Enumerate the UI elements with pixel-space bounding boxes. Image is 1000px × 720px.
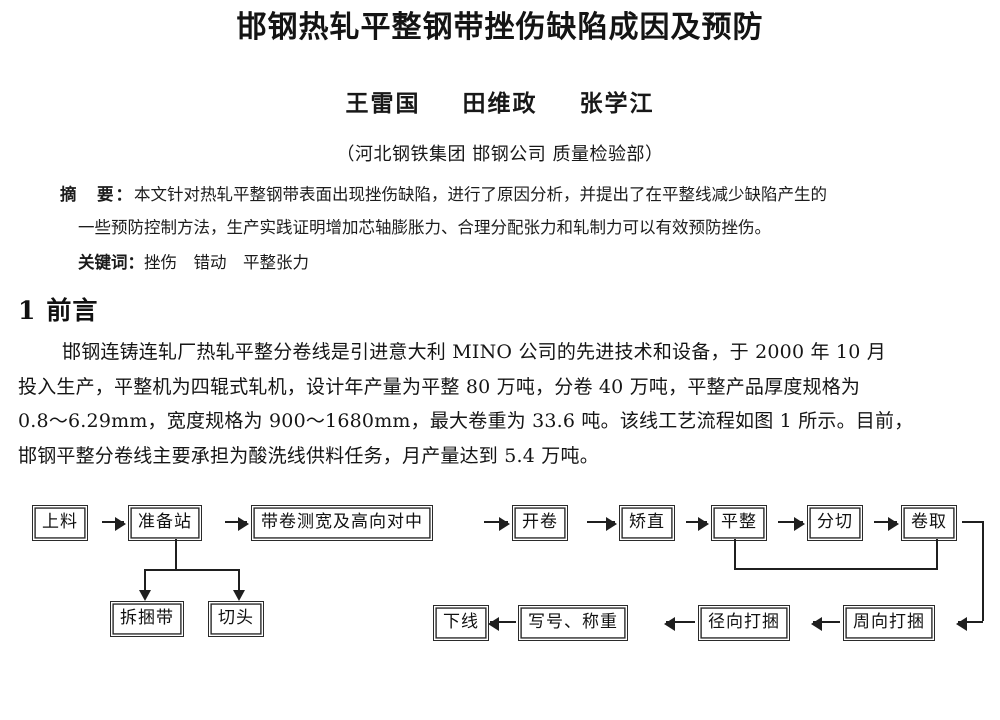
flow-arrow-skinpass-to-slitting (778, 516, 805, 531)
flow-node-slitting: 分切 (807, 505, 863, 541)
flow-line-coiling-down (982, 521, 984, 621)
flow-node-straightening: 矫直 (619, 505, 675, 541)
flow-node-skin-pass: 平整 (711, 505, 767, 541)
affiliation: （河北钢铁集团 邯钢公司 质量检验部） (336, 144, 664, 165)
flow-arrow-prep-to-centering (225, 516, 249, 531)
flow-arrow-to-head-cut (233, 569, 245, 601)
flow-line-skinpass-loop (734, 568, 938, 570)
flow-line-skinpass-down (734, 539, 736, 568)
flow-arrow-circumferential-to-radial (811, 616, 840, 631)
flow-line-prep-down (175, 539, 177, 569)
flow-node-prep-station: 准备站 (128, 505, 202, 541)
author-list: 王雷国 田维政 张学江 (18, 88, 982, 120)
flow-line-coiling-right (962, 521, 984, 523)
flow-arrow-radial-to-marking (664, 616, 695, 631)
keywords-value: 挫伤 错动 平整张力 (144, 253, 309, 272)
flow-arrow-to-strap-removal (139, 569, 151, 601)
document-page: 邯钢热轧平整钢带挫伤缺陷成因及预防 王雷国 田维政 张学江 （河北钢铁集团 邯钢… (0, 6, 1000, 720)
section-heading: 1 前言 (18, 293, 982, 329)
keywords-label: 关键词： (78, 253, 144, 272)
flow-arrow-uncoiling-to-straightening (587, 516, 617, 531)
body-line-1-text: 邯钢连铸连轧厂热轧平整分卷线是引进意大利 MINO 公司的先进技术和设备，于 2… (62, 341, 886, 363)
flow-arrow-centering-to-uncoiling (484, 516, 510, 531)
flow-node-loading: 上料 (32, 505, 88, 541)
flow-arrow-slitting-to-coiling (874, 516, 899, 531)
author-2: 田维政 (462, 90, 538, 117)
abstract-line-2: 一些预防控制方法，生产实践证明增加芯轴膨胀力、合理分配张力和轧制力可以有效预防挫… (78, 218, 771, 237)
flow-node-radial-bundling: 径向打捆 (698, 605, 790, 641)
body-line-4: 邯钢平整分卷线主要承担为酸洗线供料任务，月产量达到 5.4 万吨。 (18, 444, 599, 467)
flow-node-head-cut: 切头 (208, 601, 264, 637)
body-line-3: 0.8～6.29mm，宽度规格为 900～1680mm，最大卷重为 33.6 吨… (18, 410, 914, 432)
flow-node-marking-weighing: 写号、称重 (518, 605, 628, 641)
body-line-1: 邯钢连铸连轧厂热轧平整分卷线是引进意大利 MINO 公司的先进技术和设备，于 2… (18, 335, 982, 370)
flow-line-loop-up-to-coiling (936, 539, 938, 569)
abstract-line-1: 摘 要：本文针对热轧平整钢带表面出现挫伤缺陷，进行了原因分析，并提出了在平整线减… (18, 178, 982, 211)
flow-line-prep-branch (144, 569, 238, 571)
section-number: 1 (18, 296, 37, 325)
keywords-line: 关键词：挫伤 错动 平整张力 (18, 246, 982, 279)
body-paragraph: 邯钢连铸连轧厂热轧平整分卷线是引进意大利 MINO 公司的先进技术和设备，于 2… (18, 335, 982, 473)
flow-arrow-marking-to-offline (488, 616, 516, 631)
flow-node-offline: 下线 (433, 605, 489, 641)
flow-node-coil-width-centering: 带卷测宽及高向对中 (251, 505, 433, 541)
author-3: 张学江 (579, 90, 655, 117)
body-line-2: 投入生产，平整机为四辊式轧机，设计年产量为平整 80 万吨，分卷 40 万吨，平… (18, 375, 861, 398)
section-title: 前言 (46, 296, 99, 325)
abstract-label: 摘 要： (60, 185, 134, 204)
flow-arrow-into-circumferential-bundling (956, 616, 983, 631)
page-title: 邯钢热轧平整钢带挫伤缺陷成因及预防 (236, 10, 764, 45)
flow-node-circumferential-bundling: 周向打捆 (843, 605, 935, 641)
flow-arrow-loading-to-prep (102, 516, 126, 531)
author-1: 王雷国 (345, 90, 421, 117)
abstract-block: 摘 要：本文针对热轧平整钢带表面出现挫伤缺陷，进行了原因分析，并提出了在平整线减… (18, 178, 982, 244)
abstract-text-1: 本文针对热轧平整钢带表面出现挫伤缺陷，进行了原因分析，并提出了在平整线减少缺陷产… (134, 185, 827, 204)
flow-node-coiling: 卷取 (901, 505, 957, 541)
flow-arrow-straightening-to-skinpass (686, 516, 709, 531)
flow-node-uncoiling: 开卷 (512, 505, 568, 541)
flow-node-strap-removal: 拆捆带 (110, 601, 184, 637)
process-flow-diagram: 上料 准备站 带卷测宽及高向对中 开卷 矫直 平整 分切 卷取 拆捆带 切头 (18, 491, 984, 651)
